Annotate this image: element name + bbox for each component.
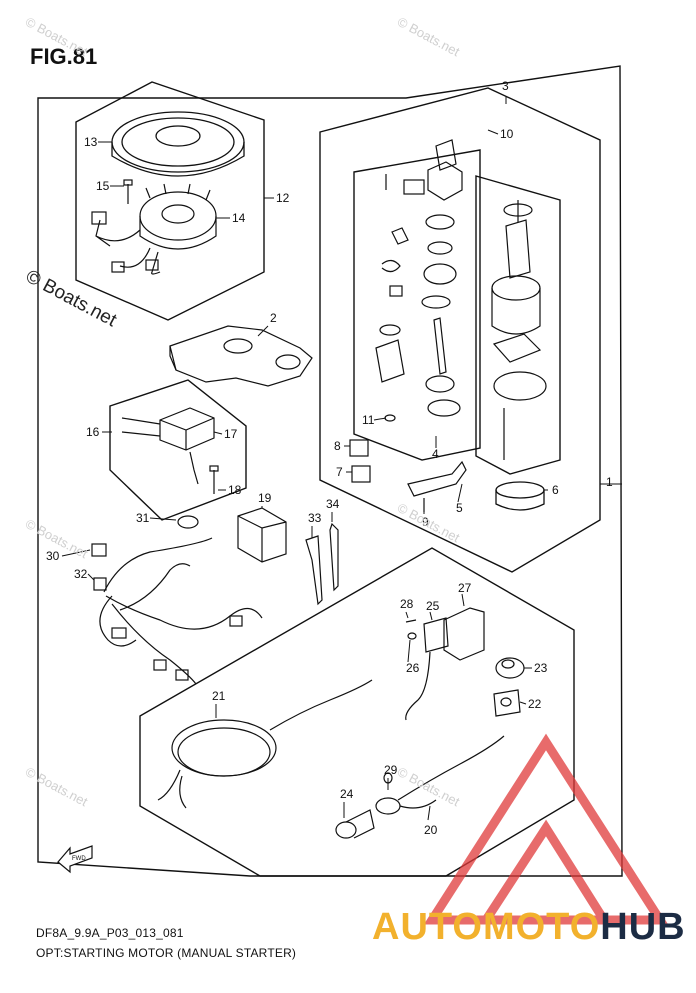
switch-25 [405, 617, 449, 721]
callout-label-33: 33 [308, 511, 322, 525]
figure-code: DF8A_9.9A_P03_013_081 [36, 926, 184, 940]
callout-label-12: 12 [276, 191, 290, 205]
callout-label-4: 4 [432, 447, 439, 461]
svg-text:FWD: FWD [72, 856, 86, 862]
callout-label-16: 16 [86, 425, 100, 439]
switch-24 [335, 735, 505, 839]
callout-leader-20 [427, 805, 431, 821]
relay-7 [351, 465, 371, 483]
fwd-arrow: FWD [57, 845, 93, 874]
callout-leader-27 [461, 593, 465, 607]
callout-label-15: 15 [96, 179, 110, 193]
stator-14 [91, 183, 217, 275]
callout-label-22: 22 [528, 697, 542, 711]
callout-leader-22 [519, 701, 527, 705]
callout-label-30: 30 [46, 549, 60, 563]
brand-part-2: HUB [600, 906, 686, 948]
callout-label-31: 31 [136, 511, 150, 525]
callout-label-17: 17 [224, 427, 238, 441]
unit-19 [237, 507, 287, 563]
frame-12 [75, 81, 265, 321]
cable-tie-33 [305, 535, 323, 606]
brand-logo: AUTOMOTOHUB [372, 906, 686, 949]
plate-22 [493, 689, 521, 717]
bracket-27 [443, 607, 485, 661]
callout-label-26: 26 [406, 661, 420, 675]
grommet-23 [495, 657, 525, 679]
callout-label-19: 19 [258, 491, 272, 505]
callout-leader-11 [373, 417, 387, 421]
callout-label-18: 18 [228, 483, 242, 497]
callout-leader-28 [405, 611, 409, 619]
figure-title: FIG.81 [30, 44, 98, 69]
callout-label-21: 21 [212, 689, 226, 703]
ring-6 [495, 481, 545, 511]
brand-part-1: AUTOMOTO [372, 906, 601, 948]
frame-16 [109, 379, 247, 521]
callout-label-29: 29 [384, 763, 398, 777]
callout-label-24: 24 [340, 787, 354, 801]
callout-label-23: 23 [534, 661, 548, 675]
frame-main [37, 65, 623, 877]
callout-leader-32 [87, 573, 95, 581]
callout-label-3: 3 [502, 79, 509, 93]
callout-label-5: 5 [456, 501, 463, 515]
callout-label-11: 11 [362, 413, 375, 427]
callout-label-9: 9 [422, 515, 429, 529]
callout-label-10: 10 [500, 127, 514, 141]
frame-20 [139, 547, 575, 877]
frame-4 [353, 149, 481, 461]
callout-label-34: 34 [326, 497, 340, 511]
callout-label-28: 28 [400, 597, 414, 611]
callout-label-6: 6 [552, 483, 559, 497]
rectifier-17 [121, 407, 219, 494]
callout-label-32: 32 [74, 567, 88, 581]
callout-label-2: 2 [270, 311, 277, 325]
callout-label-7: 7 [336, 465, 343, 479]
starter-motor-assembly [375, 139, 547, 460]
cable-21 [157, 679, 373, 809]
callout-leader-17 [213, 431, 223, 435]
figure-caption: OPT:STARTING MOTOR (MANUAL STARTER) [36, 946, 297, 960]
relay-8 [349, 439, 369, 457]
callout-leader-25 [429, 611, 433, 621]
callout-leader-26 [407, 639, 411, 663]
callout-label-20: 20 [424, 823, 438, 837]
watermark-logo-triangle [423, 733, 669, 925]
callout-leader-10 [487, 129, 499, 135]
cable-tie-34 [329, 522, 339, 592]
callout-label-25: 25 [426, 599, 440, 613]
frame-4b [475, 175, 561, 475]
frame-3 [319, 87, 601, 573]
callout-leader-30 [61, 549, 91, 557]
callout-leader-2 [257, 325, 269, 337]
bracket-2 [169, 325, 313, 387]
callout-label-1: 1 [606, 475, 613, 489]
callout-label-13: 13 [84, 135, 98, 149]
callout-label-27: 27 [458, 581, 472, 595]
harness-30 [91, 515, 263, 685]
callout-label-8: 8 [334, 439, 341, 453]
flywheel-13 [111, 111, 245, 177]
callout-leader-5 [457, 483, 463, 503]
bolt-15 [123, 179, 133, 204]
callout-leader-31 [149, 517, 177, 521]
callout-label-14: 14 [232, 211, 246, 225]
